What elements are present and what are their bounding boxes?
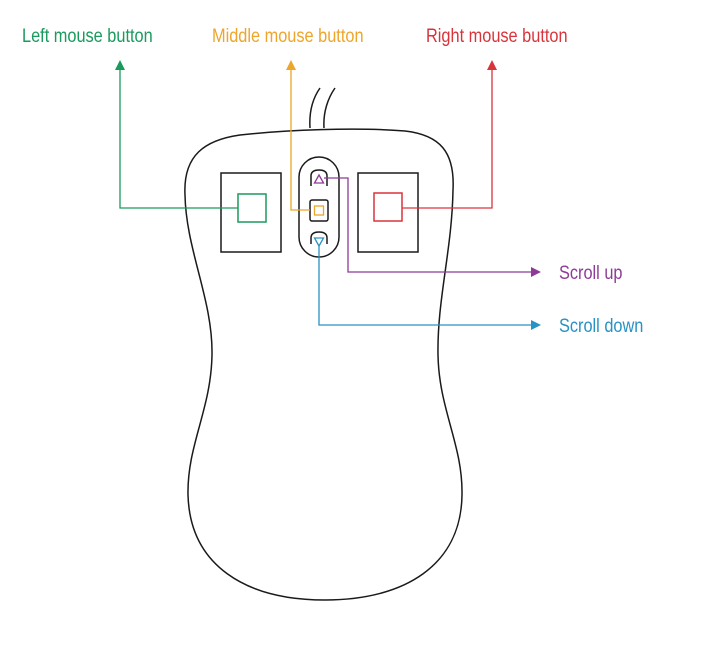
left-button-outline xyxy=(220,172,282,253)
triangle-up-icon xyxy=(313,173,325,184)
right-button-leader xyxy=(402,60,497,209)
left-button-marker xyxy=(237,193,267,223)
right-button-marker xyxy=(373,192,403,222)
mouse-cable xyxy=(309,87,336,129)
square-icon xyxy=(313,205,325,216)
scroll-down-leader xyxy=(318,246,541,330)
triangle-down-icon xyxy=(313,237,325,248)
middle-button-slot xyxy=(309,199,329,222)
left-button-leader xyxy=(115,60,238,209)
scroll-down-slot xyxy=(310,231,328,244)
left-button-label: Left mouse button xyxy=(22,25,153,46)
scroll-up-label: Scroll up xyxy=(559,262,623,283)
mouse-body-outline xyxy=(184,128,463,601)
right-button-label: Right mouse button xyxy=(426,25,568,46)
middle-button-leader xyxy=(286,60,310,211)
scroll-up-leader xyxy=(324,177,541,277)
scroll-down-label: Scroll down xyxy=(559,315,643,336)
right-button-outline xyxy=(357,172,419,253)
middle-button-label: Middle mouse button xyxy=(212,25,364,46)
scroll-wheel-housing xyxy=(298,156,340,258)
scroll-up-slot xyxy=(310,169,328,186)
